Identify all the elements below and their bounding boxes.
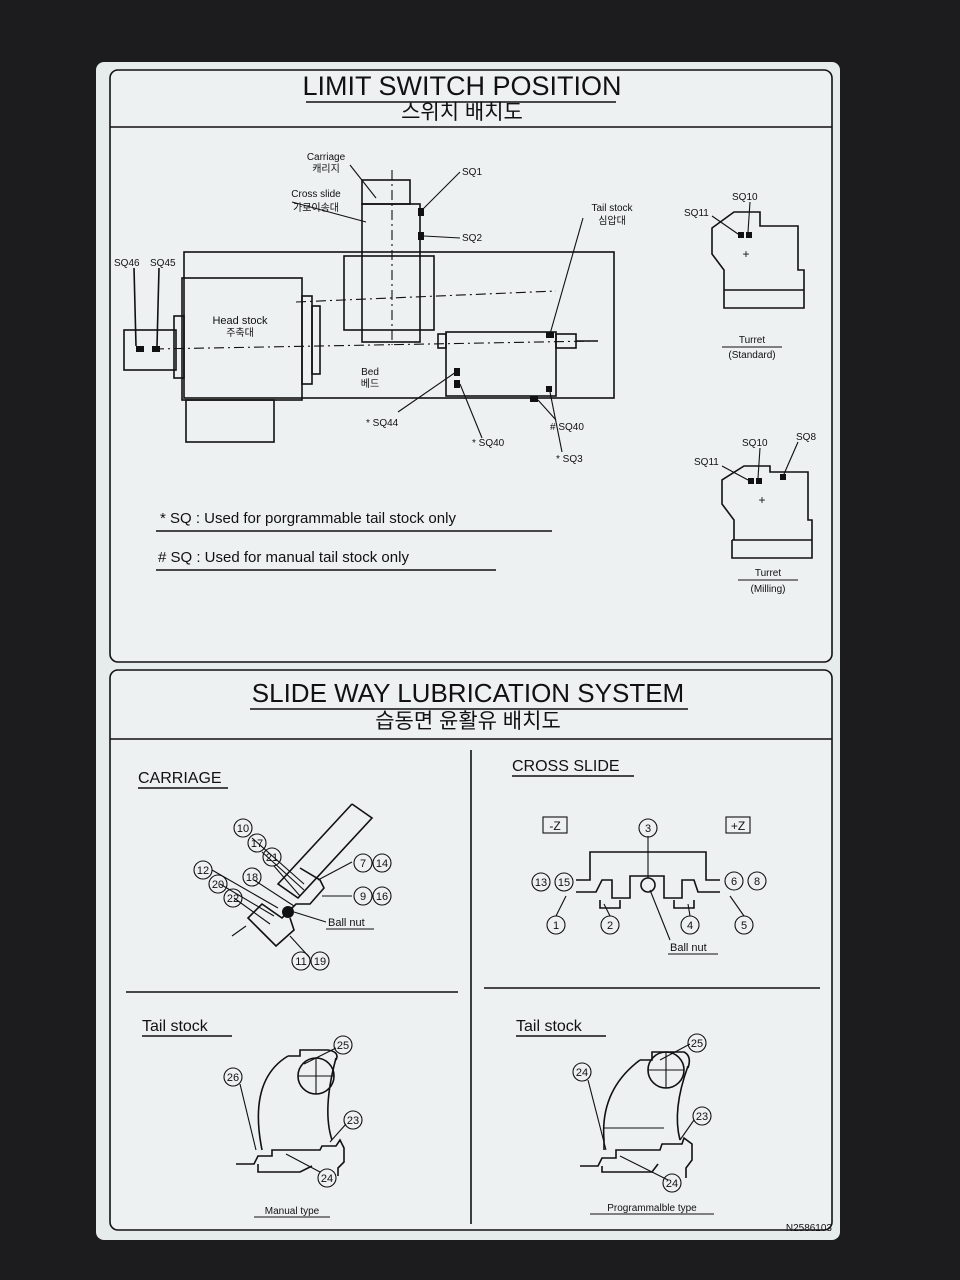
- switch-sq46: SQ46: [114, 258, 140, 269]
- label-bed: Bed: [361, 367, 379, 378]
- lubrication-title: SLIDE WAY LUBRICATION SYSTEM: [252, 678, 684, 708]
- cross-slide-heading: CROSS SLIDE: [512, 758, 620, 775]
- svg-text:5: 5: [741, 920, 747, 932]
- svg-text:25: 25: [337, 1040, 349, 1052]
- svg-text:23: 23: [696, 1111, 708, 1123]
- label-cross-slide-kr: 가로이송대: [293, 202, 339, 214]
- switch-sq45: SQ45: [150, 258, 176, 269]
- turret-mill-type: (Milling): [751, 584, 786, 595]
- lubrication-subtitle: 습동면 윤활유 배치도: [375, 710, 561, 733]
- svg-text:25: 25: [691, 1038, 703, 1050]
- tail-manual-drawing: [236, 1047, 347, 1176]
- tail-manual-type: Manual type: [265, 1206, 320, 1217]
- tail-manual-heading: Tail stock: [142, 1018, 209, 1035]
- switch-sq2: SQ2: [462, 233, 482, 244]
- svg-text:15: 15: [558, 877, 570, 889]
- svg-text:12: 12: [197, 865, 209, 877]
- svg-text:4: 4: [687, 920, 693, 932]
- svg-text:9: 9: [360, 891, 366, 903]
- svg-text:22: 22: [227, 893, 239, 905]
- svg-text:+: +: [758, 493, 765, 507]
- switch-sq44: * SQ44: [366, 418, 399, 429]
- label-head-stock-kr: 주축대: [226, 327, 254, 339]
- svg-text:1: 1: [553, 920, 559, 932]
- tail-prog-heading: Tail stock: [516, 1018, 583, 1035]
- cross-slide-lube-points: 3 13 15 6 8 1 2 4 5: [531, 818, 767, 935]
- svg-text:19: 19: [314, 956, 326, 968]
- turret-milling-drawing: +: [721, 441, 813, 559]
- tail-prog-lube-points: 25 24 23 24: [572, 1033, 712, 1193]
- svg-text:+: +: [742, 247, 749, 261]
- label-cross-slide: Cross slide: [291, 189, 341, 200]
- tail-manual-lube-points: 25 26 23 24: [223, 1035, 363, 1188]
- note-manual: # SQ : Used for manual tail stock only: [158, 549, 409, 566]
- label-bed-kr: 베드: [361, 378, 379, 390]
- switch-sq3: * SQ3: [556, 454, 583, 465]
- svg-text:18: 18: [246, 872, 258, 884]
- plus-z-box: [725, 816, 751, 834]
- machine-drawing: [123, 164, 615, 453]
- svg-text:11: 11: [295, 956, 306, 968]
- limit-switch-title: LIMIT SWITCH POSITION: [302, 71, 621, 101]
- turret-standard-drawing: +: [711, 201, 805, 309]
- carriage-heading: CARRIAGE: [138, 770, 222, 787]
- switch-sq1: SQ1: [462, 167, 482, 178]
- turret-mill-sq11: SQ11: [694, 457, 719, 468]
- tail-prog-drawing: [580, 1043, 695, 1181]
- turret-mill-sq10: SQ10: [742, 438, 768, 449]
- plus-z-label: +Z: [731, 819, 745, 833]
- turret-std-label: Turret: [739, 335, 766, 346]
- turret-mill-label: Turret: [755, 568, 782, 579]
- switch-sq40-manual: # SQ40: [550, 422, 584, 433]
- label-head-stock: Head stock: [212, 315, 268, 327]
- svg-text:21: 21: [266, 852, 278, 864]
- svg-text:16: 16: [376, 891, 388, 903]
- svg-text:24: 24: [321, 1173, 333, 1185]
- label-carriage: Carriage: [307, 152, 346, 163]
- limit-switch-panel: [109, 69, 833, 663]
- label-tail-stock-kr: 심압대: [598, 214, 626, 227]
- svg-text:26: 26: [227, 1072, 239, 1084]
- svg-text:8: 8: [754, 876, 760, 888]
- minus-z-box: [542, 816, 568, 834]
- svg-text:6: 6: [731, 876, 737, 888]
- minus-z-label: -Z: [549, 819, 560, 833]
- svg-text:7: 7: [360, 858, 366, 870]
- carriage-ball-nut: Ball nut: [328, 917, 365, 929]
- svg-text:14: 14: [376, 858, 388, 870]
- turret-std-type: (Standard): [728, 350, 775, 361]
- turret-std-sq10: SQ10: [732, 192, 758, 203]
- svg-text:20: 20: [212, 879, 224, 891]
- carriage-lube-points: 10 17 21 12 20 22 18 7 14 9 16 11 19: [193, 818, 392, 971]
- turret-std-sq11: SQ11: [684, 208, 709, 219]
- svg-text:2: 2: [607, 920, 613, 932]
- svg-text:10: 10: [237, 823, 249, 835]
- limit-switch-subtitle: 스위치 배치도: [401, 101, 523, 124]
- note-programmable: * SQ : Used for porgrammable tail stock …: [160, 510, 456, 527]
- part-number: N2586103: [786, 1223, 833, 1234]
- cross-slide-drawing: [555, 836, 745, 941]
- svg-text:24: 24: [666, 1178, 678, 1190]
- tail-prog-type: Programmalble type: [607, 1203, 697, 1214]
- svg-text:24: 24: [576, 1067, 588, 1079]
- svg-text:17: 17: [251, 838, 263, 850]
- cross-slide-ball-nut: Ball nut: [670, 942, 707, 954]
- svg-text:13: 13: [535, 877, 547, 889]
- label-tail-stock: Tail stock: [591, 203, 633, 214]
- label-carriage-kr: 캐리지: [312, 163, 340, 175]
- svg-text:3: 3: [645, 823, 651, 835]
- switch-sq40-prog: * SQ40: [472, 438, 505, 449]
- svg-text:23: 23: [347, 1115, 359, 1127]
- turret-mill-sq8: SQ8: [796, 432, 816, 443]
